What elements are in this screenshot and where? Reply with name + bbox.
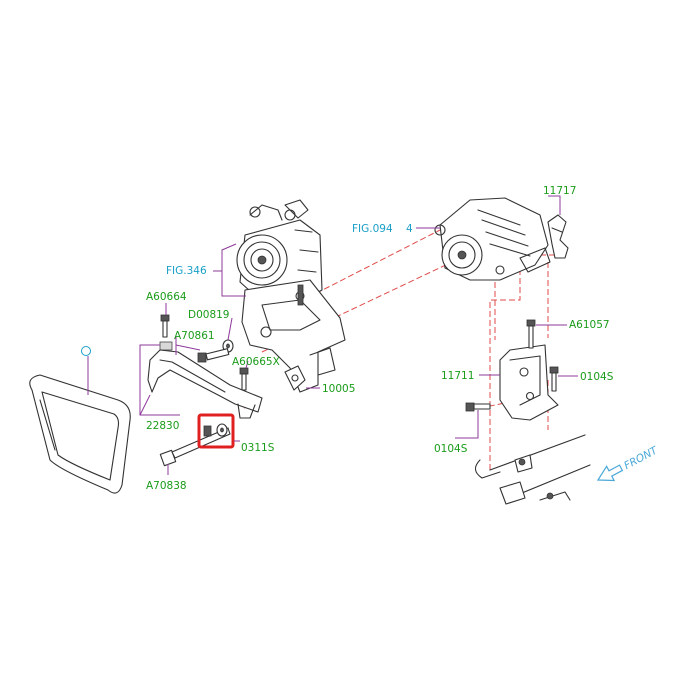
label-A60664[interactable]: A60664 (146, 291, 187, 303)
label-A60665X[interactable]: A60665X (232, 356, 280, 368)
adjuster-bracket-11717[interactable] (547, 214, 569, 259)
label-A70861[interactable]: A70861 (174, 330, 215, 342)
label-A70838[interactable]: A70838 (146, 480, 187, 492)
bolt-A61057[interactable] (526, 319, 536, 349)
belt-cover-22830[interactable] (147, 349, 263, 419)
label-front: FRONT (622, 444, 661, 472)
label-10005[interactable]: 10005 (322, 383, 355, 395)
label-0104S-right[interactable]: 0104S (580, 371, 614, 383)
label-0104S-left[interactable]: 0104S (434, 443, 468, 455)
alternator[interactable] (434, 197, 551, 281)
label-fig-094[interactable]: FIG.094 (352, 223, 393, 235)
label-fig-346[interactable]: FIG.346 (166, 265, 207, 277)
label-A61057[interactable]: A61057 (569, 319, 610, 331)
alternator-bracket-11711[interactable] (499, 344, 559, 421)
bolt-0104S-right[interactable] (549, 366, 559, 392)
label-D00819[interactable]: D00819 (188, 309, 230, 321)
bolt-A70861[interactable] (197, 348, 230, 363)
leader-lines (87, 195, 578, 475)
front-direction-indicator: FRONT (596, 444, 661, 482)
bolt-A60665X[interactable] (239, 367, 249, 391)
engine-block-outline (474, 434, 591, 505)
nut-0311S[interactable] (203, 423, 228, 437)
nut-A60664[interactable] (159, 314, 173, 351)
bolt-0104S-left[interactable] (465, 402, 491, 412)
label-0311S[interactable]: 0311S (241, 442, 275, 454)
label-fig-094-suffix: 4 (406, 223, 413, 235)
highlight-box-0311S (197, 413, 235, 449)
clip-10005[interactable] (284, 365, 306, 391)
label-11717[interactable]: 11717 (543, 185, 576, 197)
label-22830[interactable]: 22830 (146, 420, 179, 432)
leader-circle (81, 346, 91, 356)
label-11711[interactable]: 11711 (441, 370, 474, 382)
front-arrow-icon (596, 464, 624, 482)
v-belt[interactable] (29, 374, 131, 494)
